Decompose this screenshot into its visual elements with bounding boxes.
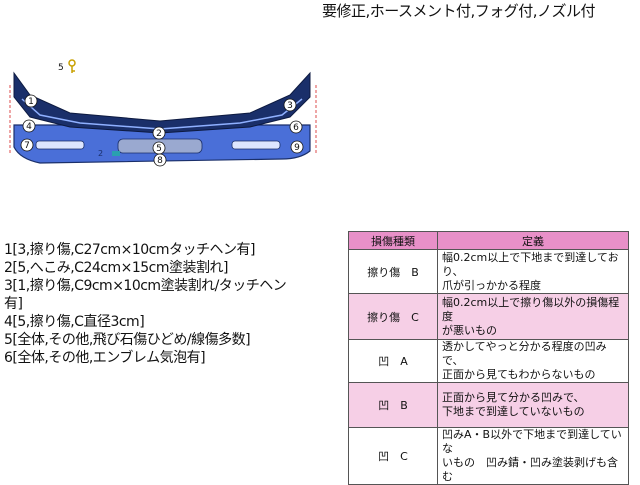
small-label-2: 2: [98, 149, 103, 158]
svg-text:7: 7: [24, 141, 30, 151]
svg-text:3: 3: [287, 101, 293, 111]
header-definition: 定義: [437, 231, 629, 250]
defect-list: 1[3,擦り傷,C27cm×10cmタッチヘン有] 2[5,へこみ,C24cm×…: [4, 241, 324, 367]
marker-6: 6: [289, 120, 303, 134]
damage-definition: 凹みA・B以外で下地まで到達していないもの 凹み錆・凹み塗装剥げも含む: [437, 427, 629, 485]
marker-8: 8: [153, 153, 167, 167]
table-row: 擦り傷 B 幅0.2cm以上で下地まで到達しており、爪が引っかかる程度: [348, 249, 629, 294]
marker-2: 2: [152, 126, 166, 140]
damage-term: 凹 A: [348, 339, 438, 383]
repair-note: 要修正,ホースメント付,フォグ付,ノズル付: [322, 2, 596, 20]
svg-text:4: 4: [26, 122, 32, 132]
right-vent: [231, 140, 281, 150]
table-row: 擦り傷 C 幅0.2cm以上で擦り傷以外の損傷程度が悪いもの: [348, 293, 629, 340]
table-row: 凹 A 透かしてやっと分かる程度の凹みで、正面から見てもわからないもの: [348, 339, 629, 383]
header-damage-type: 損傷種類: [348, 231, 438, 250]
tape-mark: [112, 151, 120, 156]
bumper-diagram: 5 1 2 3 4 5 6 7 8 9 2: [9, 59, 317, 167]
key-icon: [68, 59, 76, 73]
svg-text:1: 1: [28, 97, 34, 107]
defect-line: 1[3,擦り傷,C27cm×10cmタッチヘン有]: [4, 242, 255, 258]
damage-term: 凹 B: [348, 382, 438, 428]
damage-definition: 正面から見て分かる凹みで、下地まで到達していないもの: [437, 382, 629, 428]
svg-text:8: 8: [157, 156, 163, 166]
defect-line: 有]: [4, 296, 23, 312]
damage-term: 擦り傷 B: [348, 249, 438, 294]
damage-term: 凹 C: [348, 427, 438, 485]
svg-text:5: 5: [156, 144, 162, 154]
defect-line: 3[1,擦り傷,C9cm×10cm塗装割れ/タッチヘン: [4, 278, 287, 294]
marker-9: 9: [290, 140, 304, 154]
defect-line: 4[5,擦り傷,C直径3cm]: [4, 314, 145, 330]
marker-3: 3: [283, 98, 297, 112]
key-label: 5: [58, 63, 64, 73]
marker-5: 5: [152, 141, 166, 155]
damage-definition: 幅0.2cm以上で下地まで到達しており、爪が引っかかる程度: [437, 249, 629, 294]
svg-text:2: 2: [156, 129, 162, 139]
marker-4: 4: [22, 119, 36, 133]
damage-legend-table: 損傷種類 定義 擦り傷 B 幅0.2cm以上で下地まで到達しており、爪が引っかか…: [348, 231, 629, 485]
damage-definition: 幅0.2cm以上で擦り傷以外の損傷程度が悪いもの: [437, 293, 629, 340]
defect-line: 6[全体,その他,エンブレム気泡有]: [4, 350, 206, 366]
svg-text:9: 9: [294, 143, 300, 153]
table-row: 凹 C 凹みA・B以外で下地まで到達していないもの 凹み錆・凹み塗装剥げも含む: [348, 427, 629, 485]
marker-1: 1: [24, 94, 38, 108]
table-row: 凹 B 正面から見て分かる凹みで、下地まで到達していないもの: [348, 382, 629, 428]
defect-line: 5[全体,その他,飛び石傷ひどめ/線傷多数]: [4, 332, 251, 348]
damage-definition: 透かしてやっと分かる程度の凹みで、正面から見てもわからないもの: [437, 339, 629, 383]
damage-term: 擦り傷 C: [348, 293, 438, 340]
marker-7: 7: [20, 138, 34, 152]
bumper-upper-lip: [13, 71, 311, 134]
left-vent: [35, 140, 85, 150]
svg-text:6: 6: [293, 123, 299, 133]
defect-line: 2[5,へこみ,C24cm×15cm塗装割れ]: [4, 260, 228, 276]
